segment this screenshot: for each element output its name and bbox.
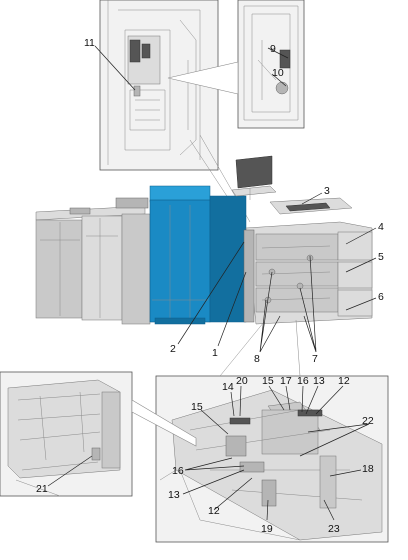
callout-1: 1 xyxy=(212,347,218,359)
callout-7: 7 xyxy=(312,353,318,365)
callout-23: 23 xyxy=(328,523,340,535)
callout-10: 10 xyxy=(272,67,284,79)
callout-12-top: 12 xyxy=(338,375,350,387)
callout-15-left: 15 xyxy=(191,401,203,413)
callout-3: 3 xyxy=(324,185,330,197)
callout-21: 21 xyxy=(36,483,48,495)
zoom-beam-left xyxy=(131,399,197,447)
leader-lines xyxy=(47,45,377,521)
callout-13-left: 13 xyxy=(168,489,180,501)
callout-8: 8 xyxy=(254,353,260,365)
callout-20: 20 xyxy=(236,375,248,387)
callout-labels: 11 9 10 3 4 5 6 7 8 1 2 14 20 15 17 16 1… xyxy=(36,37,384,535)
callout-6: 6 xyxy=(378,291,384,303)
callout-18: 18 xyxy=(362,463,374,475)
callout-16-left: 16 xyxy=(172,465,184,477)
callout-4: 4 xyxy=(378,221,384,233)
callout-11: 11 xyxy=(84,37,95,49)
callout-17: 17 xyxy=(280,375,292,387)
inset-interior-right xyxy=(237,0,305,129)
callout-9: 9 xyxy=(270,43,276,55)
inset-tray-left xyxy=(0,371,133,497)
callout-22: 22 xyxy=(362,415,374,427)
callout-16-top: 16 xyxy=(297,375,309,387)
callout-5: 5 xyxy=(378,251,384,263)
callout-19: 19 xyxy=(261,523,273,535)
zoom-beam-insets xyxy=(167,61,239,95)
printer-machine xyxy=(35,155,373,325)
callout-14: 14 xyxy=(222,381,234,393)
inset-tray-right xyxy=(155,375,389,543)
callout-2: 2 xyxy=(170,343,176,355)
callout-15-top: 15 xyxy=(262,375,274,387)
callout-12-bottom: 12 xyxy=(208,505,220,517)
callout-13-top: 13 xyxy=(313,375,325,387)
